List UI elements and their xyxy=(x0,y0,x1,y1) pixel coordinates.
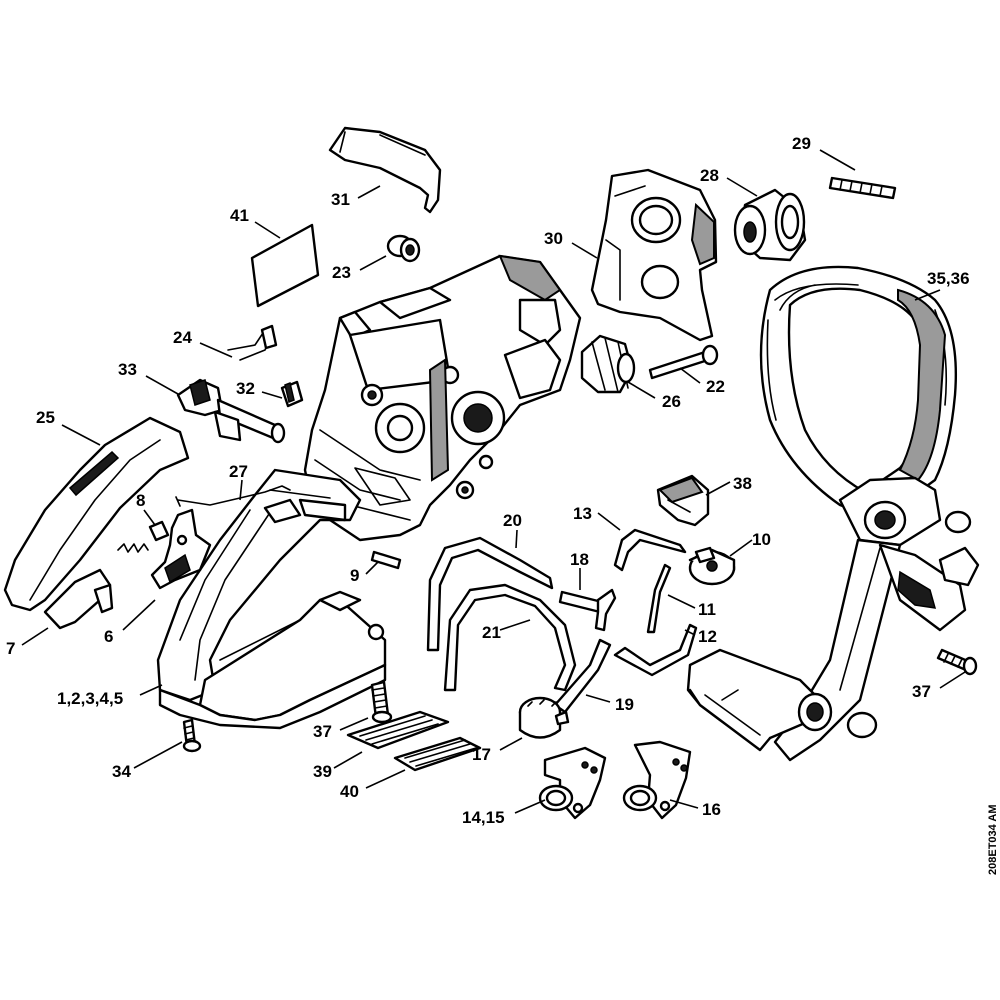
callout-25: 25 xyxy=(36,408,55,427)
callout-12: 12 xyxy=(698,627,717,646)
part-13-hose xyxy=(613,528,687,572)
part-34-screw xyxy=(182,718,202,753)
part-41-label xyxy=(250,223,320,308)
callout-10: 10 xyxy=(752,530,771,549)
part-16-clamp xyxy=(622,740,692,820)
callout-35-36: 35,36 xyxy=(927,269,970,288)
callout-7: 7 xyxy=(6,639,15,658)
callout-40: 40 xyxy=(340,782,359,801)
callout-31: 31 xyxy=(331,190,350,209)
part-37-screw-left xyxy=(370,680,393,724)
callout-11: 11 xyxy=(698,600,716,619)
callout-39: 39 xyxy=(313,762,332,781)
part-14-15-clamp xyxy=(538,746,607,820)
callout-9: 9 xyxy=(350,566,359,585)
callout-13: 13 xyxy=(573,504,592,523)
part-21-hose xyxy=(443,583,577,692)
callout-37-left: 37 xyxy=(313,722,332,741)
callout-33: 33 xyxy=(118,360,137,379)
part-28-buffer xyxy=(733,188,807,262)
callout-41: 41 xyxy=(230,206,249,225)
callout-21: 21 xyxy=(482,623,501,642)
part-39-plate xyxy=(346,710,450,750)
callout-30: 30 xyxy=(544,229,563,248)
callout-32: 32 xyxy=(236,379,255,398)
part-1-5-housing xyxy=(156,254,582,730)
callout-19: 19 xyxy=(615,695,634,714)
part-24-spring xyxy=(227,324,278,361)
part-37-screw-right xyxy=(936,648,978,676)
part-31-cover xyxy=(328,126,442,214)
part-30-shroud xyxy=(590,168,718,342)
part-27-wire xyxy=(175,485,291,507)
callout-29: 29 xyxy=(792,134,811,153)
callout-8: 8 xyxy=(136,491,145,510)
part-9-pin xyxy=(370,550,402,570)
callout-14-15: 14,15 xyxy=(462,808,505,827)
part-33-lever xyxy=(176,378,286,444)
part-40-plate xyxy=(393,736,482,772)
callout-18: 18 xyxy=(570,550,589,569)
part-22-screw xyxy=(648,344,719,380)
callout-17: 17 xyxy=(472,745,491,764)
part-20-hose xyxy=(426,536,554,652)
part-25-molding xyxy=(3,416,190,612)
part-29-stud xyxy=(828,176,897,200)
part-38-buffer xyxy=(656,474,710,527)
callout-24: 24 xyxy=(173,328,192,347)
callout-26: 26 xyxy=(662,392,681,411)
leader-lines xyxy=(21,149,966,814)
callout-38: 38 xyxy=(733,474,752,493)
part-35-36-handlebar xyxy=(686,265,980,762)
part-8-spring xyxy=(117,520,170,553)
part-12-hose xyxy=(613,623,698,677)
part-32-bushing xyxy=(280,380,304,408)
part-26-buffer xyxy=(580,334,636,394)
callout-23: 23 xyxy=(332,263,351,282)
callout-1-2-3-4-5: 1,2,3,4,5 xyxy=(57,689,123,708)
callout-22: 22 xyxy=(706,377,725,396)
callout-labels: 29 28 31 30 41 23 35,36 24 22 33 32 26 2… xyxy=(6,134,970,827)
callout-20: 20 xyxy=(503,511,522,530)
callout-37-right: 37 xyxy=(912,682,931,701)
callout-28: 28 xyxy=(700,166,719,185)
part-7-lever xyxy=(43,568,114,630)
callout-16: 16 xyxy=(702,800,721,819)
drawing-id: 208ET034 AM xyxy=(987,804,999,875)
part-23-plug xyxy=(386,234,421,263)
callout-34: 34 xyxy=(112,762,131,781)
part-10-valve xyxy=(688,546,736,586)
callout-6: 6 xyxy=(104,627,113,646)
part-17-pickup xyxy=(518,696,570,739)
callout-27: 27 xyxy=(229,462,248,481)
part-11-hose xyxy=(646,563,672,634)
part-6-trigger xyxy=(150,508,212,590)
part-18-fitting xyxy=(558,588,617,632)
